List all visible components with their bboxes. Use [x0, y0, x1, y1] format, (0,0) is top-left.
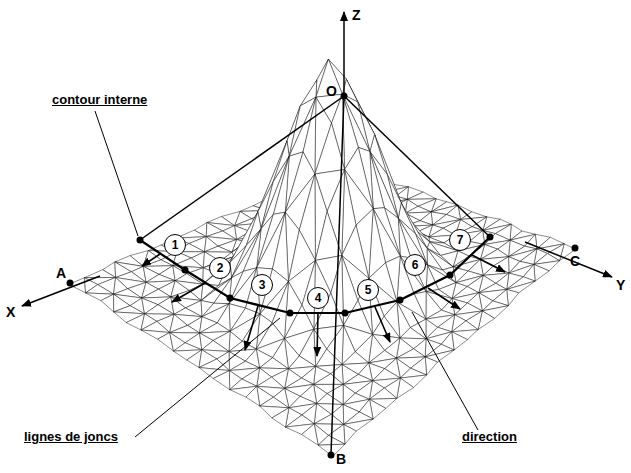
leader-lines [95, 111, 478, 437]
mesh-triangle [426, 265, 439, 292]
callout-circle: 6 [404, 254, 426, 276]
mesh-triangle [425, 357, 437, 375]
mesh-triangle [142, 289, 171, 298]
mesh-triangle [317, 394, 344, 405]
mesh-triangle [246, 386, 260, 406]
mesh-triangle [145, 305, 174, 315]
mesh-triangle [396, 349, 425, 358]
callout-number: 2 [217, 262, 224, 274]
callout-circle: 7 [449, 229, 471, 251]
callout-circle: 3 [251, 274, 273, 296]
mesh-triangle [272, 408, 289, 427]
point-label: A [56, 266, 66, 281]
callout-circle: 4 [307, 287, 329, 309]
callout-label: contour interne [50, 93, 149, 107]
mesh-triangle [534, 264, 549, 281]
direction-arrows [142, 254, 505, 356]
mesh-triangle [452, 332, 468, 350]
mesh-triangle [314, 414, 344, 424]
axis-label: X [6, 305, 15, 320]
mesh-triangle [205, 246, 232, 252]
mesh-triangle [507, 289, 519, 305]
point-label: O [326, 84, 337, 99]
mesh-triangle [101, 294, 114, 312]
mesh-triangle [302, 424, 319, 445]
callout-circle: 5 [357, 279, 379, 301]
ray-line [140, 96, 344, 240]
callout-number: 7 [457, 234, 464, 246]
contour-curve [140, 237, 490, 313]
callout-number: 3 [259, 279, 266, 291]
mesh-triangle [370, 388, 397, 399]
joint-dots [67, 93, 579, 459]
mesh-triangle [407, 192, 436, 199]
y-axis [525, 242, 612, 277]
mesh-triangle [314, 374, 344, 385]
callout-number: 6 [412, 259, 419, 271]
callout-label: direction [460, 430, 519, 444]
callout-number: 4 [315, 292, 322, 304]
mesh-triangle [260, 358, 289, 369]
callout-label: lignes de joncs [22, 430, 120, 444]
ray-line [331, 96, 344, 454]
mesh-triangle [273, 156, 289, 214]
mesh-triangle [344, 424, 357, 444]
axis-label: Z [352, 8, 361, 23]
callout-circle: 2 [209, 257, 231, 279]
z-axis [343, 12, 345, 96]
point-label: C [570, 254, 580, 269]
mesh-triangle [213, 371, 230, 390]
mesh-triangle [170, 325, 200, 333]
mesh-triangle [86, 285, 114, 295]
callout-number: 5 [365, 284, 372, 296]
callout-circle: 1 [164, 234, 186, 256]
point-label: B [336, 452, 346, 467]
axis-label: Y [616, 278, 625, 293]
mesh-triangle [315, 123, 345, 174]
ray-line [344, 96, 490, 237]
mesh-triangle [316, 349, 342, 366]
mesh-triangle [342, 352, 369, 365]
callout-number: 1 [172, 239, 179, 251]
